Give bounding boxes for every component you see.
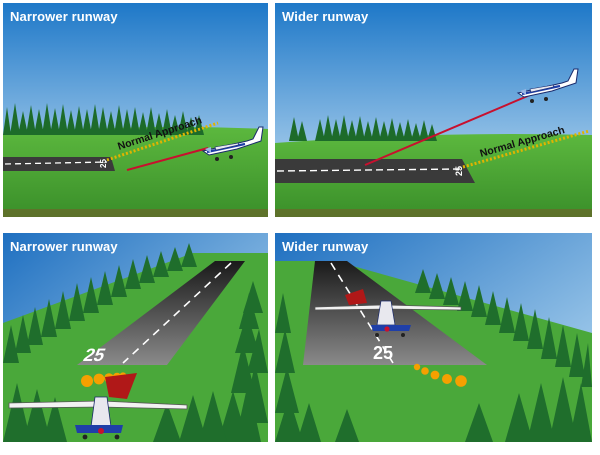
tree-line-icon [3, 243, 268, 442]
ground-edge [275, 209, 592, 217]
perceived-approach-path [364, 94, 531, 166]
airplane-icon [516, 68, 579, 103]
runway-icon [275, 159, 475, 183]
tree-line-icon [275, 269, 592, 442]
panel-title: Narrower runway [10, 9, 118, 24]
panel-wider-pilot-view: 25 Wider runway [275, 233, 592, 442]
runway-number: 25 [81, 345, 108, 365]
tree-line-icon [3, 103, 204, 135]
panel-wider-side: 25 Normal Approach Wider runway [275, 3, 592, 217]
runway-icon [77, 261, 245, 365]
panel-title: Narrower runway [10, 239, 118, 254]
runway-centerline [122, 262, 232, 364]
airplane-icon [8, 373, 188, 440]
panel-title: Wider runway [282, 9, 369, 24]
runway-icon [3, 157, 115, 171]
runway-centerline [4, 161, 108, 165]
airplane-icon [201, 126, 264, 161]
scene-wider-side: 25 Normal Approach [275, 3, 592, 217]
runway-centerline [330, 262, 394, 364]
normal-approach-path [462, 129, 590, 169]
perceived-approach-path [126, 147, 209, 171]
panel-title: Wider runway [282, 239, 369, 254]
panel-narrower-side: 25 Normal Approach Narrower runway [3, 3, 268, 217]
runway-centerline [276, 168, 462, 172]
panel-narrower-pilot-view: 25 Narrower runway [3, 233, 268, 442]
scene-wider-pilot-view: 25 [275, 233, 592, 442]
scene-narrower-side: 25 Normal Approach [3, 3, 268, 217]
runway-number: 25 [373, 343, 393, 363]
ground-edge [3, 209, 268, 217]
airplane-icon [314, 289, 462, 337]
normal-approach-path [106, 121, 219, 162]
vasi-lights [413, 363, 467, 387]
scene-narrower-pilot-view: 25 [3, 233, 268, 442]
runway-number: 25 [454, 166, 464, 176]
tree-line-icon [289, 115, 437, 141]
runway-number: 25 [99, 159, 108, 168]
runway-icon [303, 261, 487, 365]
